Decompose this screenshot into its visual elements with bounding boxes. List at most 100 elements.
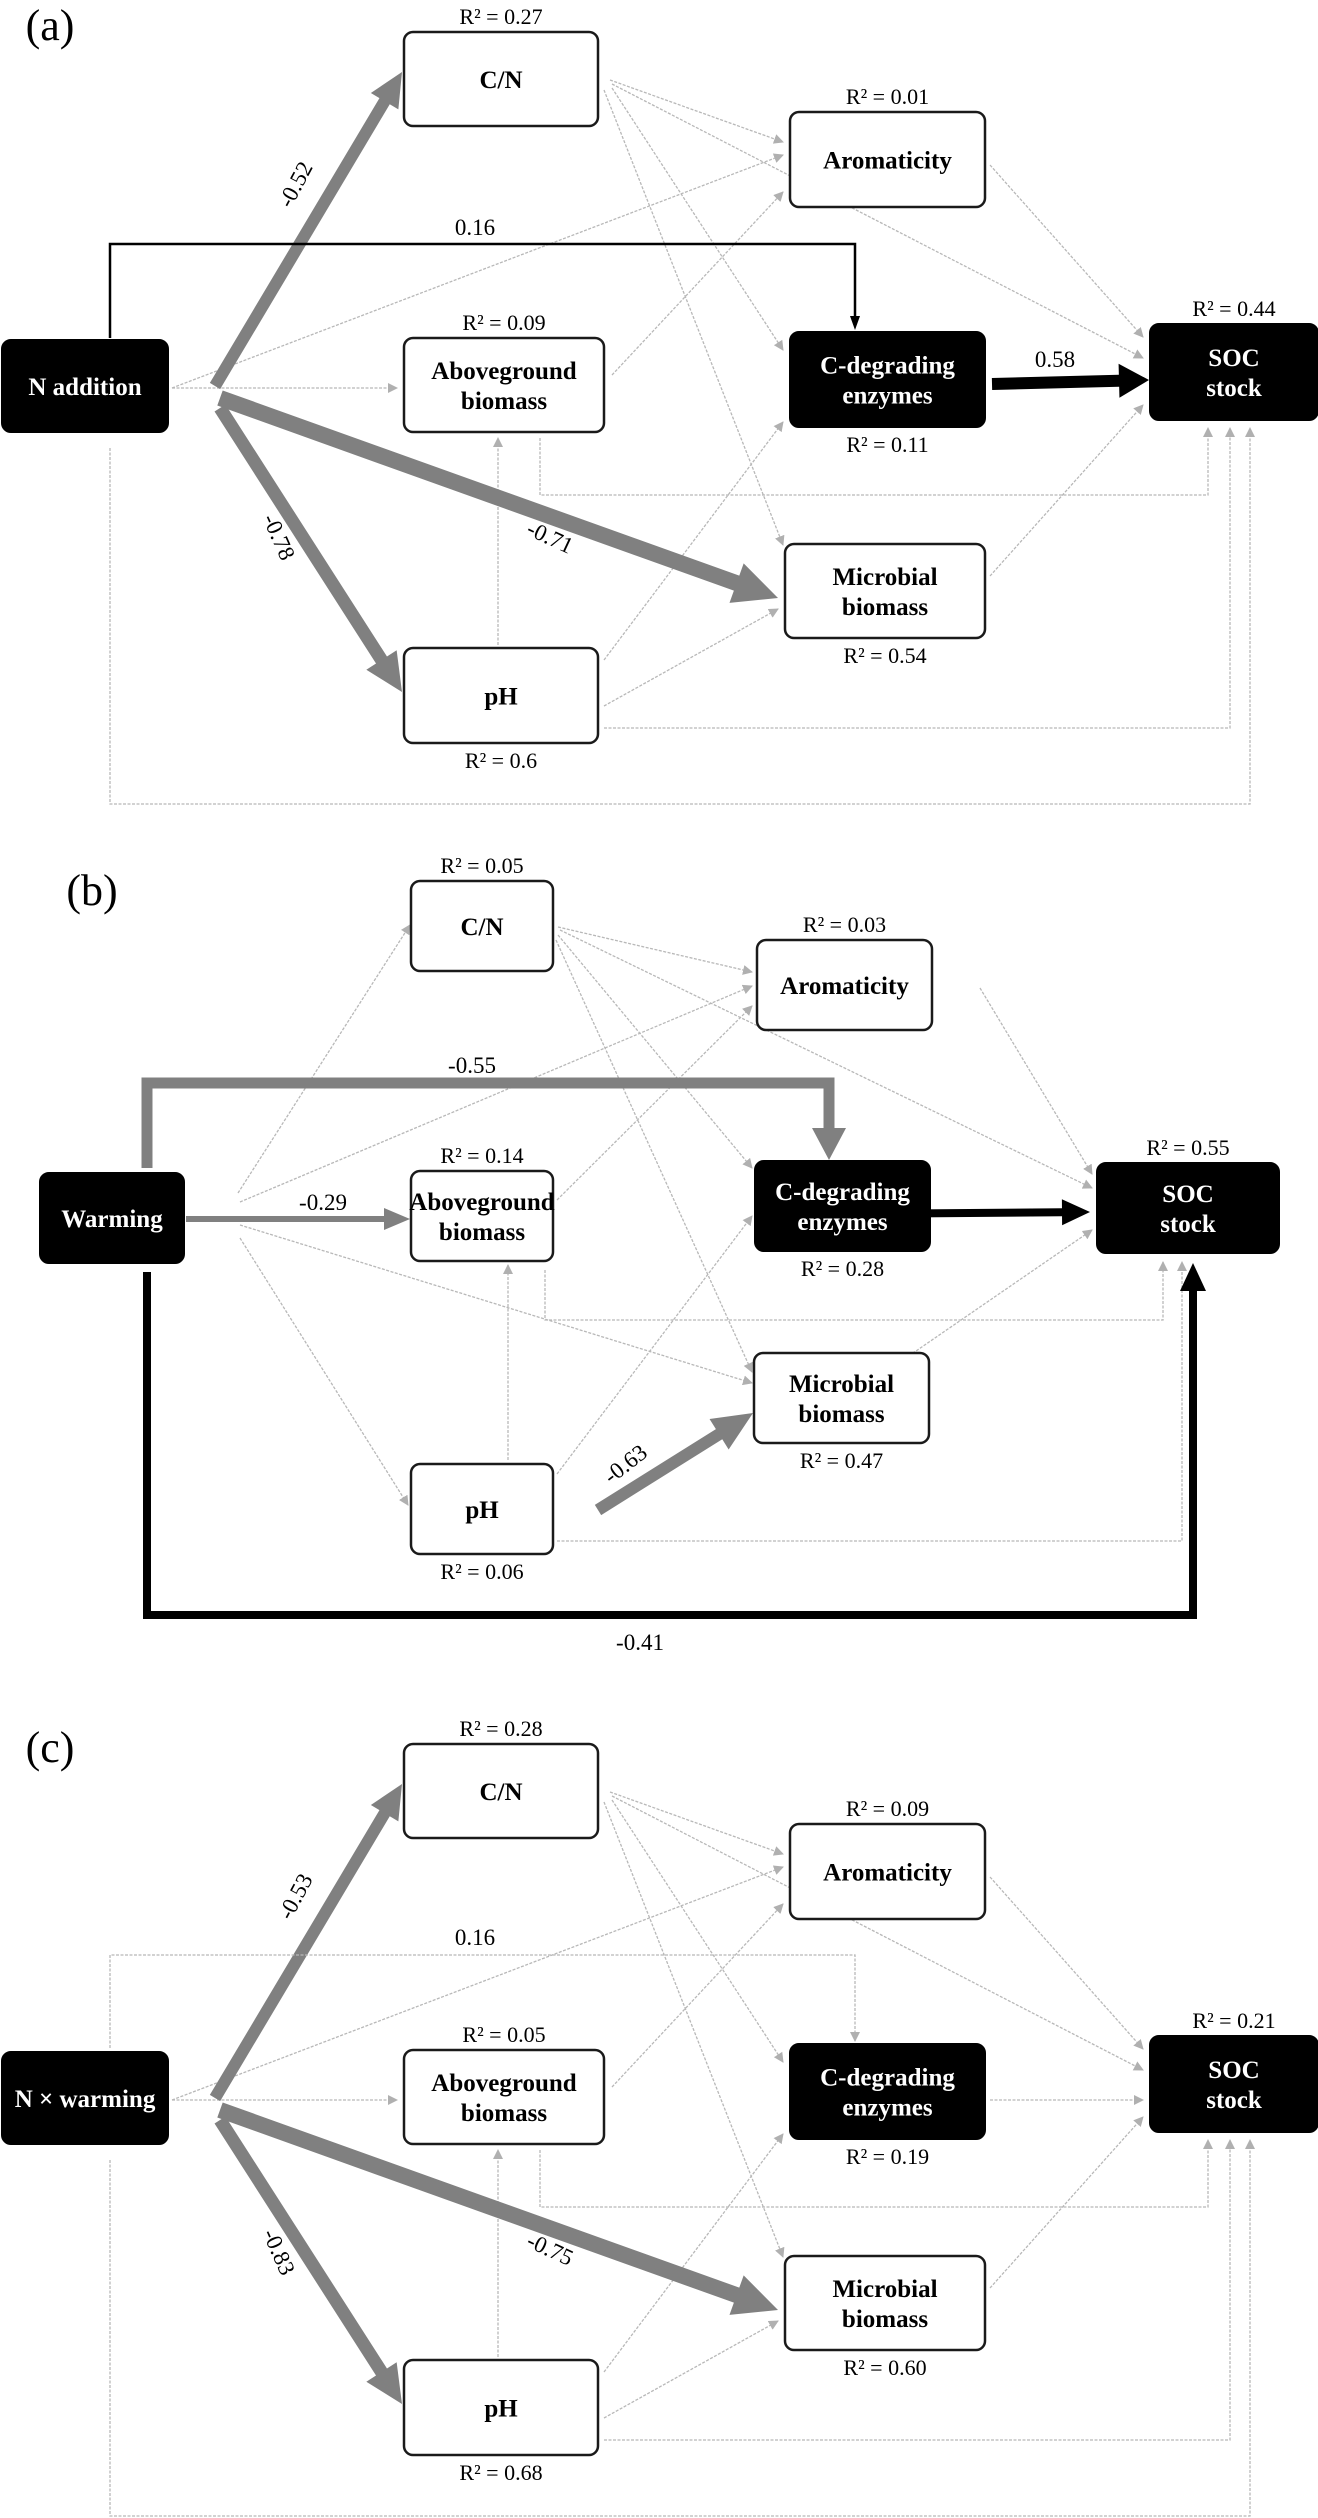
node-cn: C/N R² = 0.27 <box>402 4 600 128</box>
coef-driver-cn: -0.53 <box>273 1869 318 1923</box>
r-squared-label: R² = 0.21 <box>1192 2008 1275 2033</box>
r-squared-label: R² = 0.47 <box>800 1448 883 1473</box>
node-box <box>402 646 600 745</box>
r-squared-label: R² = 0.19 <box>846 2144 929 2169</box>
path-cde-soc <box>991 363 1149 398</box>
node-box <box>409 1169 555 1263</box>
nonsig-driver-ph <box>239 1237 409 1506</box>
node-box <box>1 2051 169 2145</box>
r-squared-label: R² = 0.14 <box>440 1143 523 1168</box>
node-label: C/N <box>479 67 522 94</box>
node-label: C-degrading <box>820 2065 955 2092</box>
node-cn: C/N R² = 0.28 <box>402 1716 600 1840</box>
r-squared-label: R² = 0.60 <box>843 2355 926 2380</box>
node-box <box>402 336 606 434</box>
path-driver-cde-line <box>141 1077 835 1168</box>
node-label: Aboveground <box>431 2070 577 2097</box>
node-box <box>402 1742 600 1840</box>
nonsig-cn-arom <box>609 1791 784 1856</box>
nonsig-agb-soc <box>544 1261 1168 1321</box>
node-label: SOC <box>1208 2057 1259 2084</box>
r-squared-label: R² = 0.68 <box>459 2460 542 2485</box>
nonsig-agb-soc <box>539 2139 1213 2208</box>
coef-driver-cde: 0.16 <box>455 1925 495 1950</box>
nonsig-agb-arom <box>611 1903 784 2088</box>
r-squared-label: R² = 0.05 <box>440 853 523 878</box>
node-box <box>754 1160 931 1252</box>
nonsig-cn-arom <box>609 79 784 144</box>
r-squared-label: R² = 0.54 <box>843 643 926 668</box>
node-label: enzymes <box>842 383 933 410</box>
nonsig-arom-soc <box>989 164 1144 338</box>
node-label: Aboveground <box>431 358 577 385</box>
path-driver-mb <box>217 390 778 603</box>
node-box <box>1149 2035 1318 2133</box>
node-box <box>788 1822 987 1921</box>
nonsig-cn-mb <box>603 1801 785 2258</box>
nonsig-driver-mb <box>239 1224 753 1386</box>
nonsig-driver-cn <box>237 924 411 1194</box>
path-driver-ph <box>214 404 402 692</box>
panel-label: (a) <box>26 1 75 50</box>
node-label: biomass <box>439 1219 525 1246</box>
node-label: C-degrading <box>820 353 955 380</box>
node-label: pH <box>465 1497 499 1524</box>
r-squared-label: R² = 0.03 <box>803 912 886 937</box>
r-squared-label: R² = 0.27 <box>459 4 542 29</box>
nonsig-driver-arom <box>171 153 784 389</box>
nonsig-driver-soc <box>109 2139 1255 2517</box>
r-squared-label: R² = 0.09 <box>846 1796 929 1821</box>
node-label: C/N <box>479 1779 522 1806</box>
path-driver-cde-head <box>850 316 860 330</box>
node-label: Microbial <box>832 2276 937 2303</box>
node-label: SOC <box>1162 1181 1213 1208</box>
path-driver-ph <box>214 2116 402 2404</box>
node-label: C-degrading <box>775 1179 910 1206</box>
node-box <box>409 879 555 973</box>
nonsig-driver-cde <box>109 1954 860 2048</box>
node-box <box>402 2358 600 2457</box>
node-box <box>1096 1162 1280 1254</box>
nonsig-driver-arom <box>171 1865 784 2101</box>
node-box <box>409 1462 555 1556</box>
panel-label: (b) <box>66 866 117 915</box>
coef-driver-agb: -0.29 <box>299 1190 347 1215</box>
node-box <box>752 1351 931 1445</box>
coef-driver-soc: -0.41 <box>616 1630 664 1655</box>
r-squared-label: R² = 0.28 <box>459 1716 542 1741</box>
node-label: biomass <box>842 594 928 621</box>
node-box <box>789 331 986 428</box>
node-label: biomass <box>461 388 547 415</box>
node-label: Aromaticity <box>823 1860 952 1887</box>
path-driver-cde-head <box>812 1128 846 1160</box>
node-label: N × warming <box>15 2086 156 2113</box>
coef-cde-soc: 0.58 <box>1035 347 1075 372</box>
node-driver: Warming <box>39 1172 185 1264</box>
node-driver: N × warming <box>1 2051 169 2145</box>
node-label: pH <box>484 684 518 711</box>
node-label: N addition <box>28 374 141 401</box>
node-label: stock <box>1206 375 1262 402</box>
nonsig-cn-soc <box>611 83 1144 359</box>
node-label: pH <box>484 2396 518 2423</box>
node-label: Microbial <box>832 564 937 591</box>
nonsig-arom-soc <box>989 1876 1144 2050</box>
node-box <box>39 1172 185 1264</box>
r-squared-label: R² = 0.44 <box>1192 296 1275 321</box>
nonsig-agb-soc <box>539 427 1213 496</box>
node-box <box>402 30 600 128</box>
nonsig-ph-soc <box>604 427 1235 729</box>
nonsig-ph-mb <box>603 2320 779 2419</box>
path-ph-mb <box>594 1413 753 1516</box>
node-label: Microbial <box>789 1371 894 1398</box>
